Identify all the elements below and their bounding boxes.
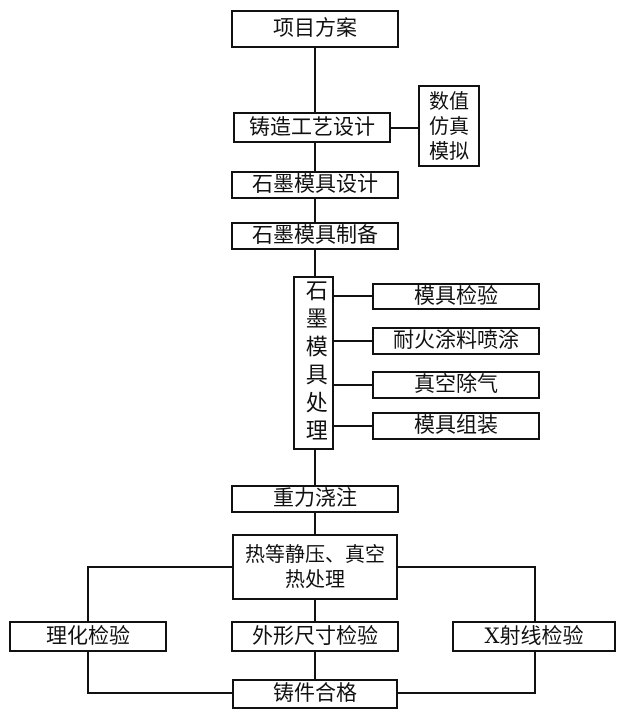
- node-hip-vacuum-heat-treatment: 热等静压、真空 热处理: [232, 534, 398, 600]
- node-graphite-mold-design: 石墨模具设计: [231, 171, 399, 199]
- node-vacuum-degassing: 真空除气: [372, 371, 540, 399]
- connector-physchem-to-qualified: [87, 652, 232, 694]
- connector-hip-to-physchem: [87, 566, 232, 621]
- node-project-plan: 项目方案: [231, 10, 399, 48]
- node-graphite-mold-manufacture: 石墨模具制备: [231, 222, 399, 250]
- node-refractory-coating-spray: 耐火涂料喷涂: [372, 327, 540, 355]
- connector-xray-to-qualified: [398, 652, 536, 694]
- node-casting-process-design: 铸造工艺设计: [233, 112, 391, 143]
- node-graphite-mold-processing: 石墨模具处理: [293, 276, 334, 450]
- node-numerical-simulation: 数值 仿真 模拟: [418, 85, 480, 167]
- node-casting-qualified: 铸件合格: [232, 679, 398, 709]
- node-xray-inspection: X射线检验: [452, 621, 616, 652]
- node-dimension-inspection: 外形尺寸检验: [231, 621, 399, 652]
- node-physicochemical-test: 理化检验: [9, 621, 167, 652]
- connector-hip-to-xray: [398, 566, 536, 621]
- node-mold-assembly: 模具组装: [372, 412, 540, 440]
- node-gravity-pouring: 重力浇注: [231, 485, 399, 513]
- node-mold-inspection: 模具检验: [372, 283, 540, 310]
